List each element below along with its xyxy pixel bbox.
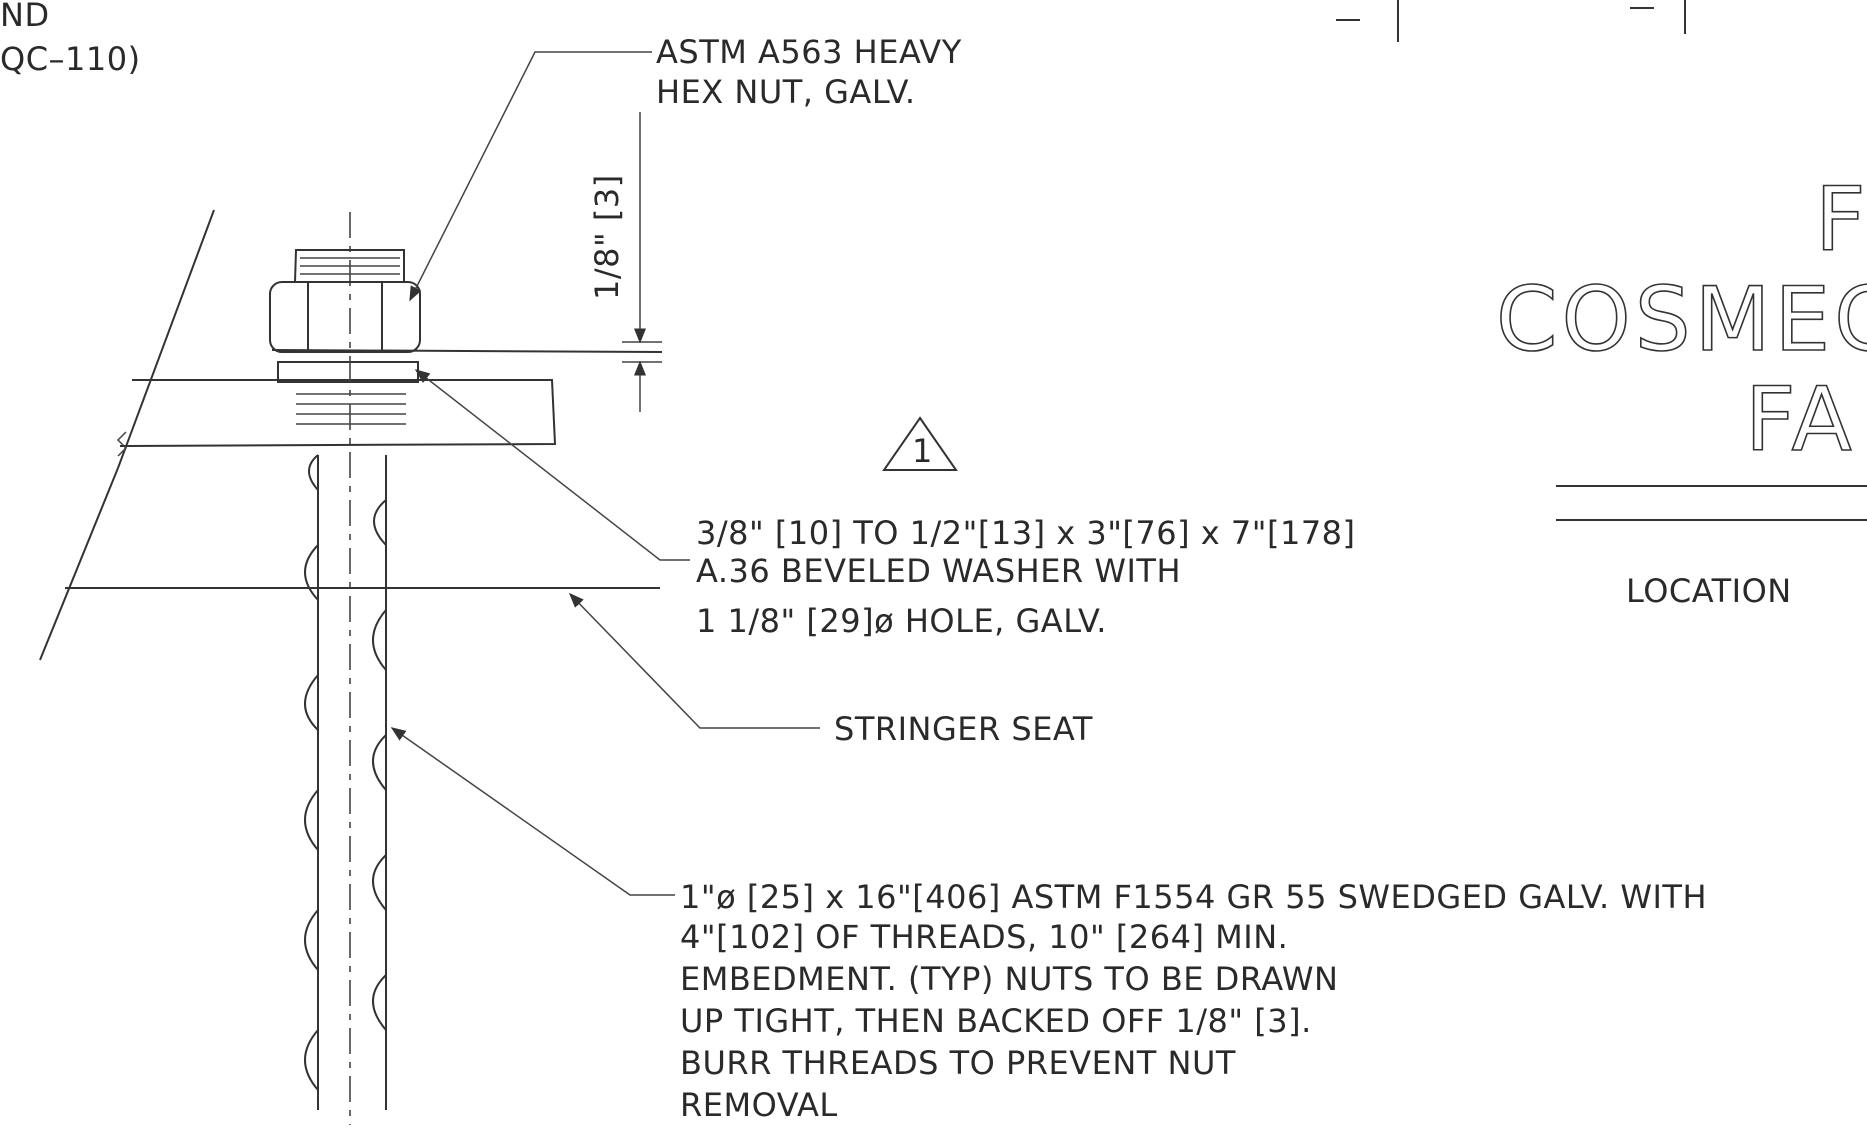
- callout-washer-line1: 3/8" [10] TO 1/2"[13] x 3"[76] x 7"[178]: [696, 514, 1356, 552]
- top-left-fragment-1: ND: [0, 0, 50, 34]
- callout-washer-line3: 1 1/8" [29]ø HOLE, GALV.: [696, 602, 1107, 640]
- dimension-eighth-inch: 1/8" [3]: [588, 112, 662, 412]
- title-underline: [1556, 485, 1867, 521]
- callout-nut-line2: HEX NUT, GALV.: [656, 73, 916, 111]
- top-tick-2: [1630, 0, 1686, 34]
- slope-line-inner: [39, 467, 119, 661]
- top-left-fragment-2: QC–110): [0, 40, 141, 78]
- callout-bolt-line2: 4"[102] OF THREADS, 10" [264] MIN.: [680, 918, 1288, 956]
- leader-washer: [414, 369, 690, 561]
- callout-bolt-line5: BURR THREADS TO PREVENT NUT: [680, 1044, 1236, 1082]
- callout-stringer-seat: STRINGER SEAT: [834, 710, 1093, 748]
- leader-stringer-seat: [568, 592, 820, 729]
- revision-delta: 1: [882, 416, 958, 471]
- callout-bolt-line4: UP TIGHT, THEN BACKED OFF 1/8" [3].: [680, 1002, 1312, 1040]
- slope-break-mark: [116, 431, 128, 457]
- callout-bolt-line3: EMBEDMENT. (TYP) NUTS TO BE DRAWN: [680, 960, 1338, 998]
- location-fragment: LOCATION: [1626, 572, 1792, 610]
- callout-nut-line1: ASTM A563 HEAVY: [656, 33, 962, 71]
- callout-bolt-line6: REMOVAL: [680, 1086, 838, 1124]
- title-fragment-f: F: [1815, 168, 1867, 271]
- swedged-bolt: [304, 454, 387, 1110]
- dimension-text: 1/8" [3]: [588, 174, 626, 300]
- plate-top: [119, 379, 557, 447]
- leader-bolt: [390, 727, 675, 896]
- callout-washer-line2: A.36 BEVELED WASHER WITH: [696, 552, 1181, 590]
- callout-bolt-line1: 1"ø [25] x 16"[406] ASTM F1554 GR 55 SWE…: [680, 878, 1707, 916]
- title-fragment-fa: FA: [1745, 368, 1856, 471]
- slope-line-outer: [117, 209, 215, 469]
- leader-nut: [409, 51, 652, 302]
- hex-nut: [269, 249, 421, 425]
- top-tick-1: [1336, 0, 1399, 42]
- top-plate-line: [271, 349, 663, 353]
- revision-number: 1: [912, 432, 933, 470]
- title-fragment-cosmec: COSMEC: [1496, 268, 1867, 371]
